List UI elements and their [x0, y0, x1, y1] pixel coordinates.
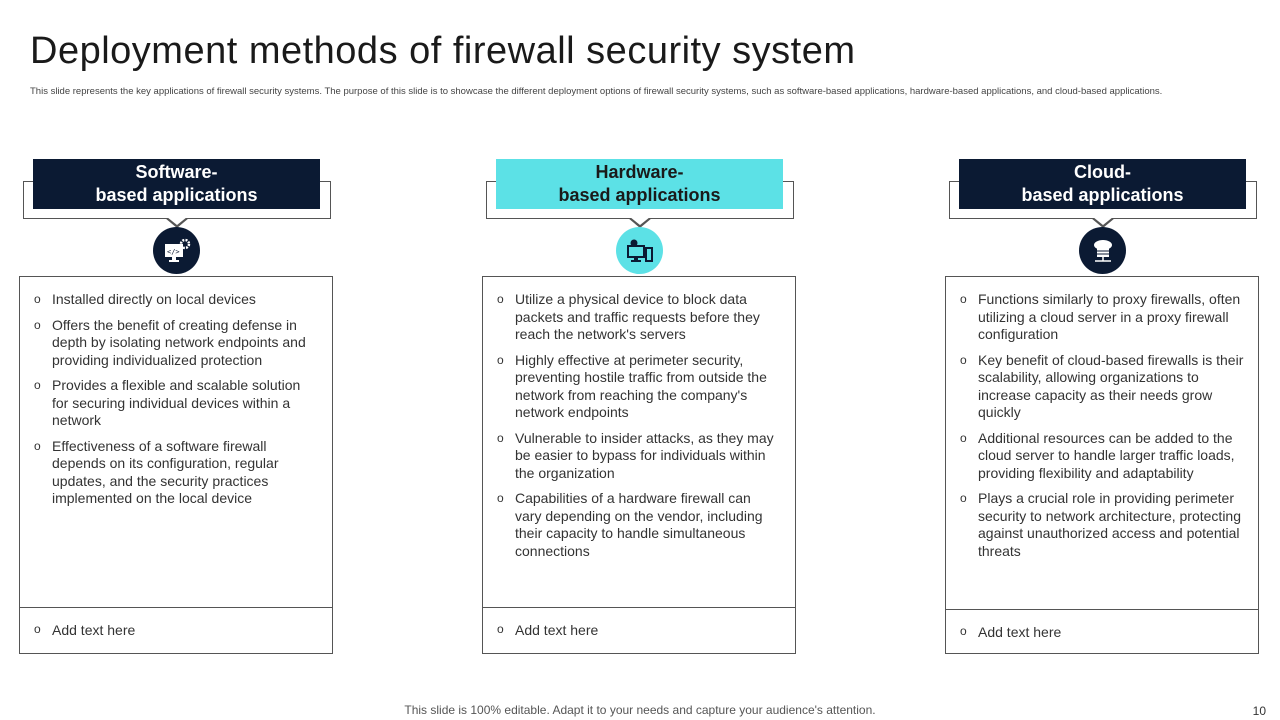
slide-footer: This slide is 100% editable. Adapt it to…	[404, 703, 876, 717]
add-text-placeholder[interactable]: Add text here	[497, 622, 598, 638]
content-box: Installed directly on local devices Offe…	[19, 276, 333, 654]
divider	[483, 607, 795, 608]
divider	[20, 607, 332, 608]
content-box: Utilize a physical device to block data …	[482, 276, 796, 654]
list-item: Offers the benefit of creating defense i…	[34, 317, 318, 370]
list-item: Vulnerable to insider attacks, as they m…	[497, 430, 781, 483]
list-item: Additional resources can be added to the…	[960, 430, 1244, 483]
column-heading: Hardware-based applications	[496, 159, 783, 209]
list-item: Capabilities of a hardware firewall can …	[497, 490, 781, 560]
header-pointer	[165, 217, 189, 228]
slide-title: Deployment methods of firewall security …	[30, 30, 856, 72]
list-item: Provides a flexible and scalable solutio…	[34, 377, 318, 430]
column-heading: Cloud-based applications	[959, 159, 1246, 209]
list-item: Utilize a physical device to block data …	[497, 291, 781, 344]
add-text-placeholder[interactable]: Add text here	[960, 624, 1061, 640]
slide-subtitle: This slide represents the key applicatio…	[30, 86, 1163, 97]
list-item: Effectiveness of a software firewall dep…	[34, 438, 318, 508]
add-text-placeholder[interactable]: Add text here	[34, 622, 135, 638]
header-pointer	[628, 217, 652, 228]
cloud-database-icon	[1079, 227, 1126, 274]
list-item: Functions similarly to proxy firewalls, …	[960, 291, 1244, 344]
column-software: Software-based applications </> Installe…	[19, 0, 339, 720]
header-pointer	[1091, 217, 1115, 228]
column-hardware: Hardware-based applications Utilize a ph…	[482, 0, 802, 720]
list-item: Key benefit of cloud-based firewalls is …	[960, 352, 1244, 422]
list-item: Installed directly on local devices	[34, 291, 318, 309]
list-item: Highly effective at perimeter security, …	[497, 352, 781, 422]
divider	[946, 609, 1258, 610]
page-number: 10	[1252, 704, 1266, 718]
column-cloud: Cloud-based applications Functions simil…	[945, 0, 1265, 720]
list-item: Plays a crucial role in providing perime…	[960, 490, 1244, 560]
content-box: Functions similarly to proxy firewalls, …	[945, 276, 1259, 654]
code-monitor-gear-icon: </>	[153, 227, 200, 274]
computer-hardware-icon	[616, 227, 663, 274]
svg-text:</>: </>	[167, 248, 180, 256]
column-heading: Software-based applications	[33, 159, 320, 209]
